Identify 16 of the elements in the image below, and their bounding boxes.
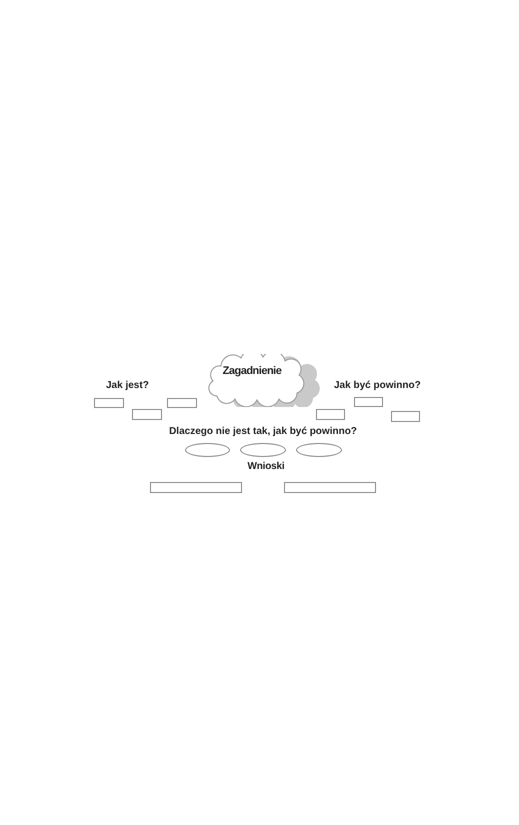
empty-box: [284, 482, 376, 493]
section-heading: Wnioski: [248, 461, 284, 473]
empty-box: [316, 409, 345, 420]
section-heading: Jak jest?: [106, 380, 149, 392]
section-heading: Dlaczego nie jest tak, jak być powinno?: [169, 426, 357, 438]
empty-box: [94, 398, 124, 408]
empty-box: [354, 397, 383, 407]
cloud-label: Zagadnienie: [222, 365, 282, 378]
empty-ellipse: [296, 443, 342, 457]
empty-box: [167, 398, 197, 408]
empty-ellipse: [185, 443, 230, 457]
section-heading: Jak być powinno?: [334, 380, 421, 392]
empty-box: [132, 409, 162, 420]
empty-box: [391, 411, 420, 422]
empty-ellipse: [240, 443, 286, 457]
empty-box: [150, 482, 242, 493]
